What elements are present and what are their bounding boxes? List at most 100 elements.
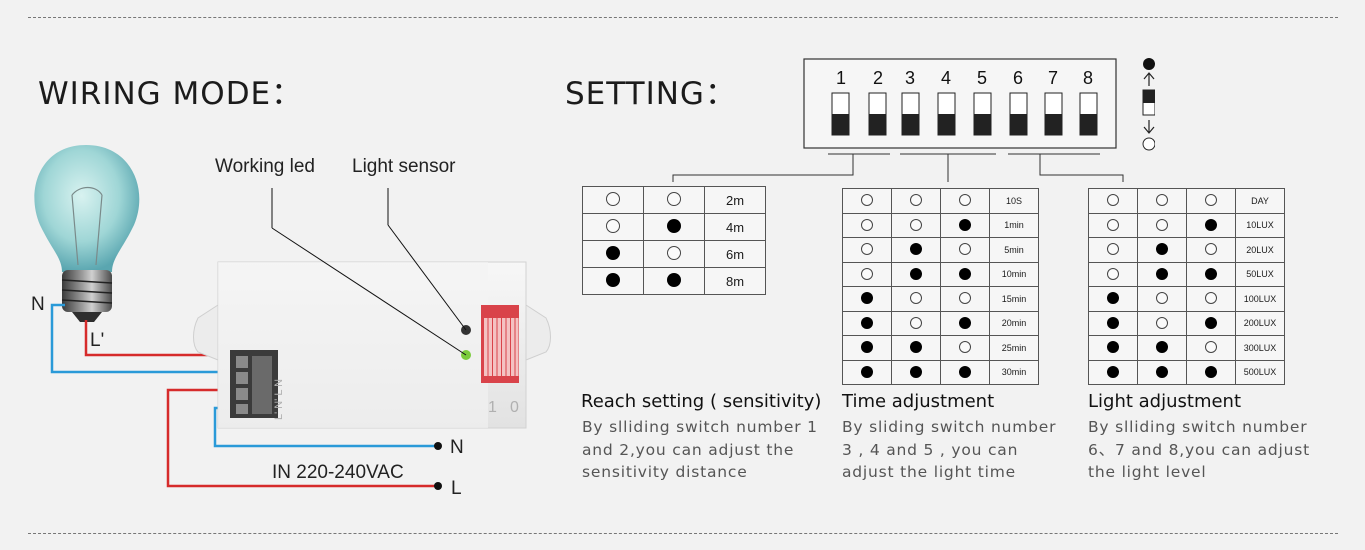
sensor-module [193,261,551,429]
l-prime-wire [84,320,232,357]
time-description: By sliding switch number 3 , 4 and 5 , y… [842,418,1057,481]
switch-dot [606,218,620,233]
time-value: 30min [989,359,1039,385]
switch-dot [910,194,922,207]
switch-dot [910,341,922,354]
l-right-label: L [451,478,462,499]
dip-mark-one: 1 [488,399,497,416]
switch-dot [1205,316,1217,329]
table-row: 50LUX [1088,261,1285,287]
table-row: 10min [842,261,1039,287]
svg-text:1: 1 [836,68,846,88]
n-left-label: N [31,294,45,315]
dip-switch-diagram: 1 2 3 4 5 6 7 8 on off [672,58,1155,182]
switch-dot [1156,316,1168,329]
switch-dot [959,292,971,305]
switch-dot [1107,267,1119,280]
switch-dot [1156,218,1168,231]
time-value: 20min [989,310,1039,336]
table-row: 200LUX [1088,310,1285,336]
switch-dot [959,218,971,231]
l-prime-label: L' [90,330,104,351]
light-value: 10LUX [1235,212,1285,238]
switch-dot [606,272,620,287]
switch-dot [861,292,873,305]
dip-mark-zero: 0 [510,399,519,416]
switch-dot [667,191,681,206]
wiring-mode-title: WIRING MODE： [38,76,304,112]
light-sensor-label: Light sensor [352,156,456,177]
time-value: 10S [989,188,1039,214]
supply-voltage-label: IN 220-240VAC [272,462,404,483]
table-row: 300LUX [1088,335,1285,361]
legend-off-dot [1142,137,1155,151]
switch-dot [1156,267,1168,280]
svg-text:7: 7 [1048,68,1058,88]
switch-dot [1156,243,1168,256]
light-value: 300LUX [1235,335,1285,361]
reach-value: 8m [704,267,766,295]
switch-dot [861,243,873,256]
svg-text:4: 4 [941,68,951,88]
light-value: 20LUX [1235,237,1285,263]
table-row: 500LUX [1088,359,1285,385]
reach-table: 2m 4m 6m 8m [582,186,766,295]
table-row: 100LUX [1088,286,1285,312]
switch-dot [1156,194,1168,207]
light-value: 200LUX [1235,310,1285,336]
time-value: 10min [989,261,1039,287]
time-table: 10S 1min 5min 10min 15min 20min 25min 30… [842,188,1039,385]
switch-dot [1107,194,1119,207]
switch-dot [1156,341,1168,354]
reach-value: 6m [704,240,766,268]
n-terminal-dot [434,442,442,450]
switch-dot [1205,365,1217,378]
switch-dot [861,365,873,378]
switch-dot [910,316,922,329]
switch-dot [861,267,873,280]
switch-dot [1107,341,1119,354]
switch-dot [667,245,681,260]
time-value: 1min [989,212,1039,238]
light-description: By slliding switch number 6、7 and 8,you … [1088,418,1311,481]
table-row: 6m [582,240,766,268]
switch-dot [1205,341,1217,354]
reach-value: 2m [704,186,766,214]
table-row: 25min [842,335,1039,361]
reach-connector [672,154,854,182]
switch-dot [1107,292,1119,305]
switch-dot [606,191,620,206]
bottom-dashed-divider [28,533,1338,534]
light-table: DAY 10LUX 20LUX 50LUX 100LUX 200LUX 300L… [1088,188,1285,385]
n-wire-bulb [50,303,232,374]
switch-dot [861,316,873,329]
n-right-label: N [450,437,464,458]
light-value: 50LUX [1235,261,1285,287]
reach-value: 4m [704,213,766,241]
switch-dot [667,272,681,287]
time-value: 25min [989,335,1039,361]
up-arrow-icon [1143,72,1155,86]
switch-dot [910,365,922,378]
working-led-label: Working led [215,156,315,177]
switch-slots [831,92,1098,136]
terminal-marks: L' N' L N [273,379,285,420]
top-dashed-divider [28,17,1338,18]
reach-title: Reach setting ( sensitivity) [581,391,822,412]
light-value: 100LUX [1235,286,1285,312]
light-title: Light adjustment [1088,391,1242,412]
switch-dot [1156,365,1168,378]
switch-dot [959,194,971,207]
table-row: DAY [1088,188,1285,214]
switch-dot [959,365,971,378]
switch-dot [959,316,971,329]
switch-dot [606,245,620,260]
light-connector [1039,154,1124,182]
svg-text:8: 8 [1083,68,1093,88]
time-value: 5min [989,237,1039,263]
table-row: 8m [582,267,766,295]
switch-dot [959,341,971,354]
reach-description: By slliding switch number 1 and 2,you ca… [582,418,818,481]
switch-dot [1107,243,1119,256]
switch-dot [1107,218,1119,231]
